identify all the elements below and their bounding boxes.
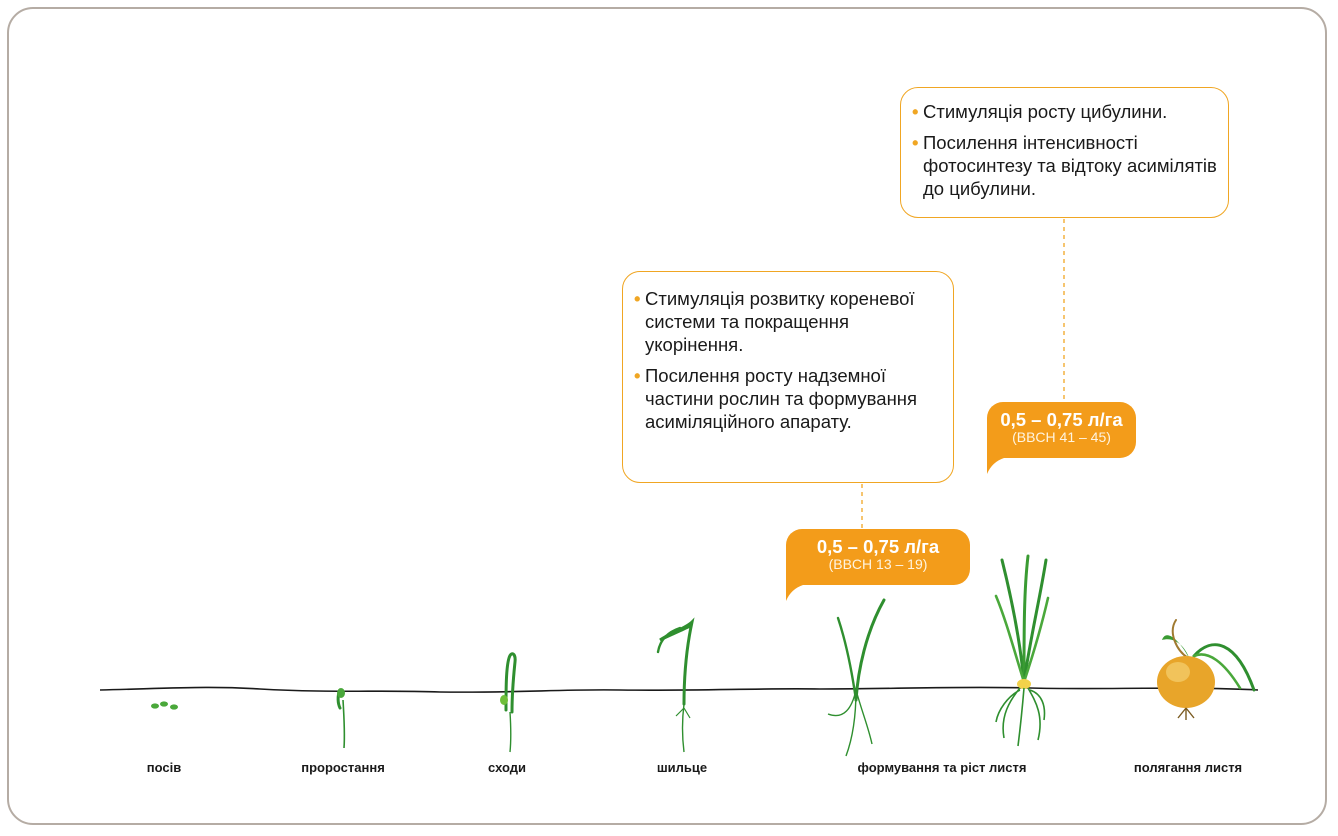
badge-tail-1 bbox=[987, 458, 1004, 474]
badge-tail-2 bbox=[786, 585, 803, 601]
callout-root-development: Стимуляція розвитку кореневої системи та… bbox=[622, 271, 954, 483]
stage-label-germination: проростання bbox=[301, 760, 385, 775]
onion-bulb-icon bbox=[1157, 619, 1256, 720]
dose-badge-bbch-41-45: 0,5 – 0,75 л/га (BBCH 41 – 45) bbox=[987, 402, 1136, 458]
callout-1-item-2: Посилення інтенсивності фотосинтезу та в… bbox=[912, 131, 1220, 200]
leaf-formation-plant-icon bbox=[827, 598, 886, 757]
dose-rate: 0,5 – 0,75 л/га bbox=[1000, 409, 1123, 430]
stage-label-sowing: посів bbox=[146, 760, 182, 775]
emergence-sprout-icon bbox=[500, 652, 517, 753]
bbch-code: (BBCH 41 – 45) bbox=[1012, 429, 1111, 445]
callout-2-item-2: Посилення росту надземної частини рослин… bbox=[634, 364, 945, 433]
stage-label-emergence: сходи bbox=[488, 760, 526, 775]
stage-label-leaf-growth: формування та ріст листя bbox=[857, 760, 1027, 775]
soil-line bbox=[99, 686, 1259, 693]
germinating-seed-icon bbox=[336, 688, 346, 749]
dose-badge-bbch-13-19: 0,5 – 0,75 л/га (BBCH 13 – 19) bbox=[786, 529, 970, 585]
stage-label-flag-leaf: шильце bbox=[656, 760, 708, 775]
dose-rate: 0,5 – 0,75 л/га bbox=[816, 536, 940, 557]
callout-2-item-1: Стимуляція розвитку кореневої системи та… bbox=[634, 287, 945, 356]
callout-bulb-growth: Стимуляція росту цибулини. Посилення інт… bbox=[900, 87, 1229, 218]
callout-1-item-1: Стимуляція росту цибулини. bbox=[912, 100, 1220, 123]
seeds-icon bbox=[151, 701, 178, 710]
bbch-code: (BBCH 13 – 19) bbox=[828, 556, 928, 572]
growing-onion-plant-icon bbox=[994, 554, 1050, 747]
stage-label-leaf-lodging: полягання листя bbox=[1133, 760, 1243, 775]
flag-leaf-sprout-icon bbox=[656, 617, 695, 753]
